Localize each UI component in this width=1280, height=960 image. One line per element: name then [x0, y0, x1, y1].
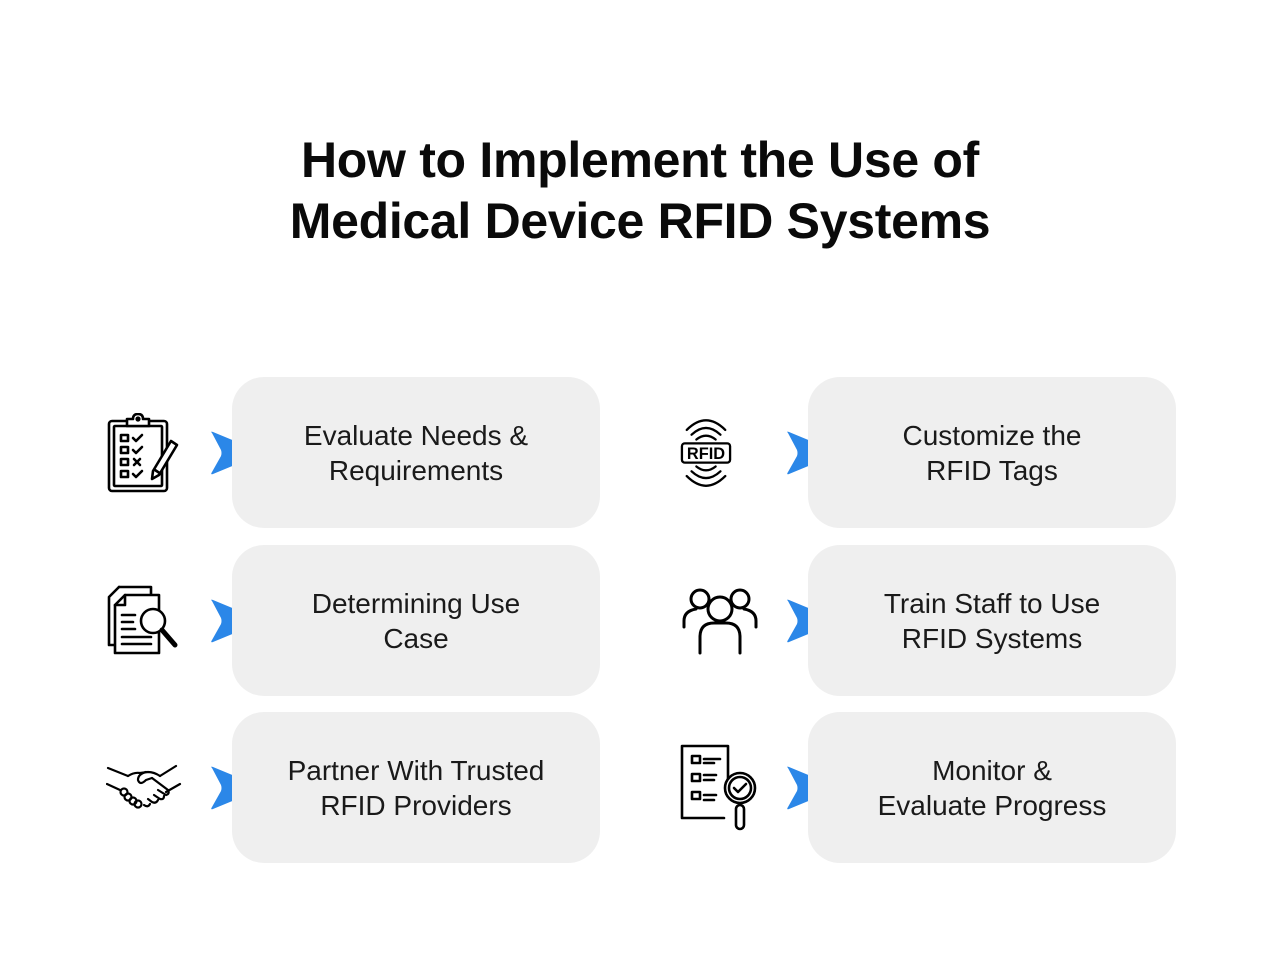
step-train-staff: Train Staff to Use RFID Systems [680, 545, 1256, 697]
title-line-1: How to Implement the Use of [300, 131, 980, 188]
step-label-line-1: Monitor & [932, 754, 1052, 786]
checklist-magnifier-icon [680, 712, 760, 864]
step-card: Partner With Trusted RFID Providers [232, 712, 600, 863]
step-card: Customize the RFID Tags [808, 377, 1176, 528]
step-label-line-1: Partner With Trusted [287, 754, 545, 786]
step-customize-tags: RFID Customize the RFID Tags [680, 377, 1256, 529]
step-partner-providers: Partner With Trusted RFID Providers [104, 712, 680, 864]
step-label-line-1: Train Staff to Use [883, 587, 1101, 619]
step-card: Determining Use Case [232, 545, 600, 696]
step-label-line-1: Customize the [902, 419, 1082, 451]
step-label-line-2: RFID Tags [926, 454, 1058, 486]
step-card: Train Staff to Use RFID Systems [808, 545, 1176, 696]
step-label-line-2: Requirements [328, 454, 504, 486]
page-title: How to Implement the Use of Medical Devi… [0, 130, 1280, 252]
rfid-tag-icon: RFID [680, 377, 732, 529]
step-monitor-progress: Monitor & Evaluate Progress [680, 712, 1256, 864]
step-evaluate-needs: Evaluate Needs & Requirements [104, 377, 680, 529]
handshake-icon [104, 712, 184, 864]
step-label-line-1: Determining Use [311, 587, 521, 619]
title-line-2: Medical Device RFID Systems [289, 192, 991, 249]
step-determining-use-case: Determining Use Case [104, 545, 680, 697]
step-label-line-2: RFID Systems [901, 622, 1083, 654]
rfid-icon-text: RFID [687, 445, 725, 463]
step-card: Evaluate Needs & Requirements [232, 377, 600, 528]
step-label-line-2: RFID Providers [320, 789, 512, 821]
team-icon [680, 545, 760, 697]
step-card: Monitor & Evaluate Progress [808, 712, 1176, 863]
step-label-line-2: Case [383, 622, 449, 654]
step-label-line-1: Evaluate Needs & [303, 419, 529, 451]
clipboard-checklist-icon [104, 377, 184, 529]
document-search-icon [104, 545, 184, 697]
step-label-line-2: Evaluate Progress [877, 789, 1107, 821]
